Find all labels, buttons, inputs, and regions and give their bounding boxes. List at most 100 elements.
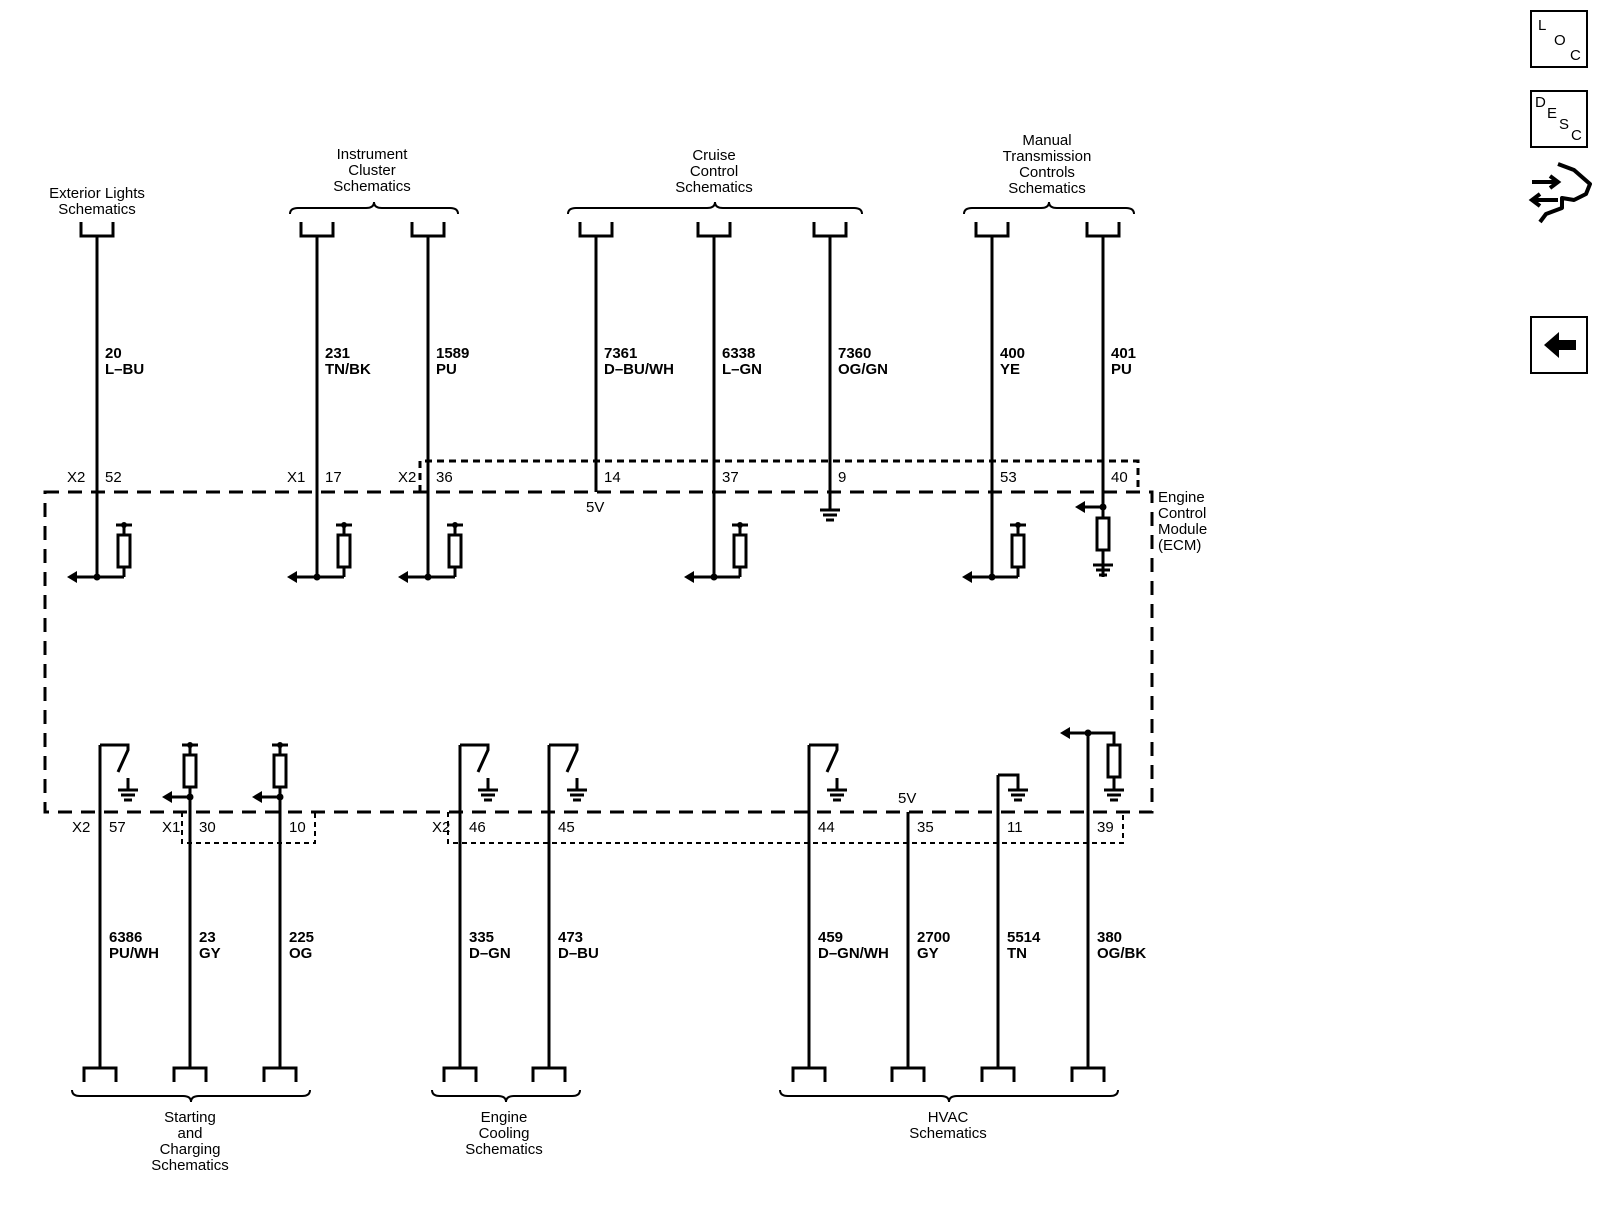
ext-lights-title-1[interactable]: Exterior Lights — [49, 185, 145, 202]
signal-arrow-icon — [67, 571, 77, 583]
loc-letter-o: O — [1554, 32, 1566, 49]
back-button[interactable] — [1530, 316, 1588, 374]
circuit-number-401: 401 — [1111, 345, 1136, 362]
pin-number: 11 — [1007, 819, 1023, 836]
ecm-boundary — [43, 490, 1154, 814]
switch-icon — [549, 743, 579, 773]
back-arrow-icon — [1544, 332, 1576, 358]
voltage-label-top: 5V — [586, 499, 604, 516]
pin-number: 35 — [917, 819, 934, 836]
manual-trans-title-1[interactable]: Manual — [1022, 132, 1071, 149]
harness-connector-icon — [696, 222, 732, 238]
internal-trace — [1088, 731, 1116, 745]
pin-number: 9 — [838, 469, 846, 486]
circuit-number-231: 231 — [325, 345, 350, 362]
wire-color-225: OG — [289, 945, 312, 962]
switch-icon — [100, 743, 130, 773]
starting-charging-title-3[interactable]: Charging — [160, 1141, 221, 1158]
switch-icon — [809, 743, 839, 773]
harness-connector-icon — [1085, 222, 1121, 238]
harness-connector-icon — [890, 1066, 926, 1082]
instrument-cluster-title-1[interactable]: Instrument — [337, 146, 409, 163]
pin-number: 10 — [289, 819, 306, 836]
circuit-number-6386: 6386 — [109, 929, 142, 946]
group-brace — [567, 201, 863, 215]
cruise-control-title-1[interactable]: Cruise — [692, 147, 735, 164]
desc-letter-s: S — [1559, 116, 1570, 133]
harness-connector-icon — [442, 1066, 478, 1082]
circuit-number-1589: 1589 — [436, 345, 469, 362]
loc-letter-c: C — [1570, 47, 1581, 64]
circuit-number-23: 23 — [199, 929, 216, 946]
manual-trans-title-4[interactable]: Schematics — [1008, 180, 1086, 197]
resistor-icon — [732, 533, 748, 569]
circuit-number-225: 225 — [289, 929, 314, 946]
wire-color-7361: D–BU/WH — [604, 361, 674, 378]
resistor-icon — [447, 533, 463, 569]
harness-connector-icon — [980, 1066, 1016, 1082]
pin-number: 37 — [722, 469, 739, 486]
hvac-title-2[interactable]: Schematics — [909, 1125, 987, 1142]
desc-letter-d: D — [1535, 94, 1546, 111]
wire-color-20: L–BU — [105, 361, 144, 378]
signal-arrow-icon — [287, 571, 297, 583]
wire-color-335: D–GN — [469, 945, 511, 962]
instrument-cluster-title-2[interactable]: Cluster — [348, 162, 396, 179]
starting-charging-title-1[interactable]: Starting — [164, 1109, 216, 1126]
connector-label: X2 — [72, 819, 90, 836]
wire-color-459: D–GN/WH — [818, 945, 889, 962]
pin-number: 17 — [325, 469, 342, 486]
resistor-icon — [1095, 516, 1111, 552]
signal-arrow-icon — [252, 791, 262, 803]
circuit-number-459: 459 — [818, 929, 843, 946]
hvac-title-1[interactable]: HVAC — [928, 1109, 969, 1126]
manual-trans-title-3[interactable]: Controls — [1019, 164, 1075, 181]
harness-connector-icon — [262, 1066, 298, 1082]
circuit-number-473: 473 — [558, 929, 583, 946]
circuit-number-2700: 2700 — [917, 929, 950, 946]
internal-trace — [998, 773, 1020, 790]
engine-cooling-title-2[interactable]: Cooling — [479, 1125, 530, 1142]
loc-button[interactable]: L O C — [1530, 10, 1588, 68]
resistor-icon — [1106, 743, 1122, 779]
resistor-icon — [336, 533, 352, 569]
connector-x2-bottom-boundary — [447, 812, 1124, 844]
harness-connector-icon — [1070, 1066, 1106, 1082]
cruise-control-title-2[interactable]: Control — [690, 163, 738, 180]
desc-button[interactable]: D E S C — [1530, 90, 1588, 148]
wire-color-6386: PU/WH — [109, 945, 159, 962]
manual-trans-title-2[interactable]: Transmission — [1003, 148, 1092, 165]
ext-lights-title-2[interactable]: Schematics — [58, 201, 136, 218]
wire-color-7360: OG/GN — [838, 361, 888, 378]
resistor-icon — [272, 753, 288, 789]
group-brace — [963, 201, 1135, 215]
connector-x2-top-boundary — [418, 459, 1140, 492]
circuit-number-335: 335 — [469, 929, 494, 946]
wire-color-400: YE — [1000, 361, 1020, 378]
switch-icon — [460, 743, 490, 773]
starting-charging-title-2[interactable]: and — [177, 1125, 202, 1142]
pin-number: 57 — [109, 819, 126, 836]
ecm-label-line-4: (ECM) — [1158, 537, 1201, 554]
group-brace — [289, 201, 459, 215]
cruise-control-title-3[interactable]: Schematics — [675, 179, 753, 196]
pointing-hand-icon[interactable] — [1528, 160, 1592, 226]
connector-label: X2 — [398, 469, 416, 486]
harness-connector-icon — [172, 1066, 208, 1082]
harness-connector-icon — [578, 222, 614, 238]
circuit-number-6338: 6338 — [722, 345, 755, 362]
wire-color-5514: TN — [1007, 945, 1027, 962]
pin-number: 53 — [1000, 469, 1017, 486]
starting-charging-title-4[interactable]: Schematics — [151, 1157, 229, 1174]
instrument-cluster-title-3[interactable]: Schematics — [333, 178, 411, 195]
wire-color-231: TN/BK — [325, 361, 371, 378]
harness-connector-icon — [974, 222, 1010, 238]
engine-cooling-title-3[interactable]: Schematics — [465, 1141, 543, 1158]
harness-connector-icon — [791, 1066, 827, 1082]
connector-label: X1 — [162, 819, 180, 836]
desc-letter-e: E — [1547, 105, 1558, 122]
pin-number: 40 — [1111, 469, 1128, 486]
engine-cooling-title-1[interactable]: Engine — [481, 1109, 528, 1126]
connector-label: X1 — [287, 469, 305, 486]
wire-color-401: PU — [1111, 361, 1132, 378]
